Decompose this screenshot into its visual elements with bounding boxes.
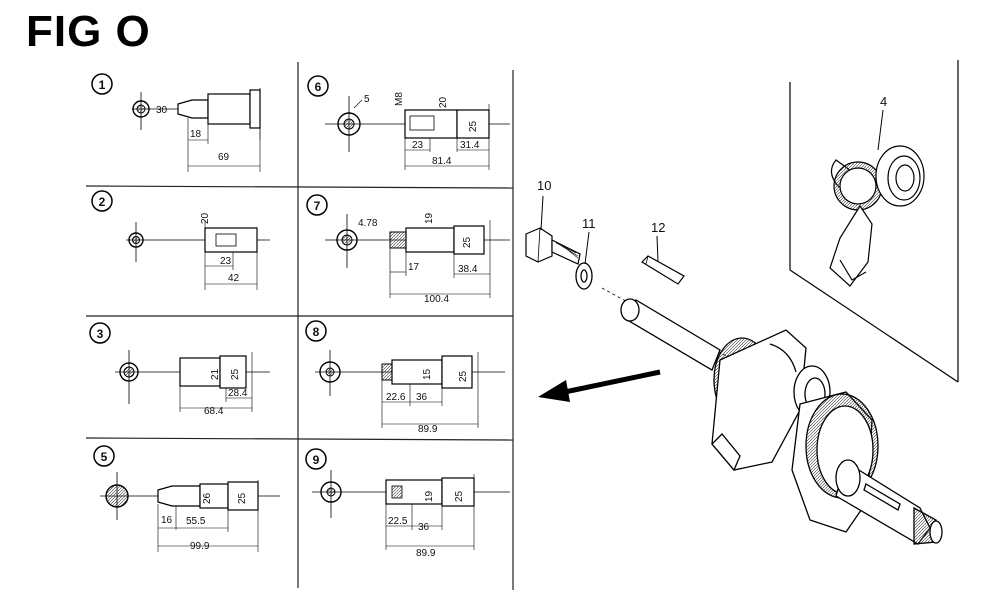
panel-9: 9 19 25 22.5 36 89.9	[305, 448, 510, 559]
panel-number-8: 8	[305, 320, 327, 342]
pin-side-view-9	[385, 474, 475, 550]
dim-7-v2: 25	[462, 236, 473, 248]
dim-3-v1: 21	[210, 368, 221, 380]
dim-8-b: 36	[416, 392, 428, 403]
dim-7-d: 100.4	[424, 294, 449, 305]
dim-6-c: 31.4	[460, 140, 480, 151]
svg-text:8: 8	[313, 325, 320, 339]
svg-text:9: 9	[313, 453, 320, 467]
panel-2: 2 20 23 42	[91, 190, 270, 290]
dim-9-v2: 25	[454, 490, 465, 502]
dim-5-b: 55.5	[186, 516, 206, 527]
panel-number-5: 5	[93, 445, 115, 467]
dim-6-v1: 20	[438, 96, 449, 108]
dim-1-b: 18	[190, 129, 202, 140]
dim-6-a: 5	[364, 94, 370, 105]
dim-7-b: 17	[408, 262, 420, 273]
pin-side-view-3	[179, 352, 253, 412]
dim-2-b: 42	[228, 273, 240, 284]
callout-leaders	[540, 109, 884, 265]
dim-8-v2: 25	[458, 370, 469, 382]
panel-number-7: 7	[306, 194, 328, 216]
svg-text:6: 6	[315, 80, 322, 94]
figure-title: FIG O	[26, 7, 151, 56]
panel-6: 6 5 M8 20 25 23 31.4 81.4	[307, 75, 510, 170]
dim-3-a: 28.4	[228, 388, 248, 399]
panel-8: 8 15 25 22.6 36 89.9	[305, 320, 505, 435]
panel-7: 7 4.78 19 25 17 38.4 100.4	[306, 194, 510, 305]
dim-9-c: 89.9	[416, 548, 436, 559]
pin-side-view-1	[177, 88, 261, 172]
crankshaft	[601, 287, 943, 545]
pin-side-view-5	[157, 480, 259, 552]
dim-7-c: 38.4	[458, 264, 478, 275]
callout-12: 12	[651, 220, 665, 235]
dim-1-a: 30	[156, 105, 168, 116]
panel-1: 1 30 18 69	[91, 73, 261, 172]
panel-number-9: 9	[305, 448, 327, 470]
dim-7-a: 4.78	[358, 218, 378, 229]
part-11-washer	[575, 262, 593, 290]
dim-3-b: 68.4	[204, 406, 224, 417]
dim-3-v2: 25	[230, 368, 241, 380]
dim-6-d: 81.4	[432, 156, 452, 167]
panel-number-1: 1	[91, 73, 113, 95]
pin-side-view-8	[381, 352, 479, 428]
part-12-key	[641, 255, 685, 285]
dim-6-v2: 25	[468, 120, 479, 132]
panel-number-2: 2	[91, 190, 113, 212]
engine-case-outline	[789, 60, 959, 383]
dim-9-a: 22.5	[388, 516, 408, 527]
dim-8-a: 22.6	[386, 392, 406, 403]
callout-4: 4	[880, 94, 887, 109]
dim-7-v1: 19	[424, 212, 435, 224]
pin-side-view-7	[389, 220, 491, 298]
callout-11: 11	[582, 216, 596, 231]
end-view-1	[132, 92, 178, 130]
svg-text:7: 7	[314, 199, 321, 213]
dim-1-c: 69	[218, 152, 230, 163]
panel-number-3: 3	[89, 322, 111, 344]
direction-arrow	[538, 369, 661, 402]
panel-3: 3 21 25 28.4 68.4	[89, 322, 270, 417]
dim-9-v1: 19	[424, 490, 435, 502]
pin-side-view-6	[404, 104, 490, 170]
callout-10: 10	[537, 178, 551, 193]
dim-5-v1: 26	[202, 492, 213, 504]
svg-text:2: 2	[99, 195, 106, 209]
svg-text:3: 3	[97, 327, 104, 341]
part-10-bolt	[525, 227, 581, 265]
panel-grid	[85, 62, 514, 590]
panel-number-6: 6	[307, 75, 329, 97]
part-4-gear-assembly	[829, 145, 925, 287]
dim-6-thread: M8	[394, 92, 405, 106]
pin-side-view-2	[204, 220, 258, 290]
dim-6-b: 23	[412, 140, 424, 151]
dim-2-a: 23	[220, 256, 232, 267]
panel-5: 5 26 25 16 55.5 99.9	[93, 445, 280, 552]
dim-5-a: 16	[161, 515, 173, 526]
dim-2-v: 20	[200, 212, 211, 224]
dim-5-c: 99.9	[190, 541, 210, 552]
dim-8-c: 89.9	[418, 424, 438, 435]
dim-8-v1: 15	[422, 368, 433, 380]
dim-5-v2: 25	[237, 492, 248, 504]
svg-text:1: 1	[99, 78, 106, 92]
dim-9-b: 36	[418, 522, 430, 533]
svg-text:5: 5	[101, 450, 108, 464]
